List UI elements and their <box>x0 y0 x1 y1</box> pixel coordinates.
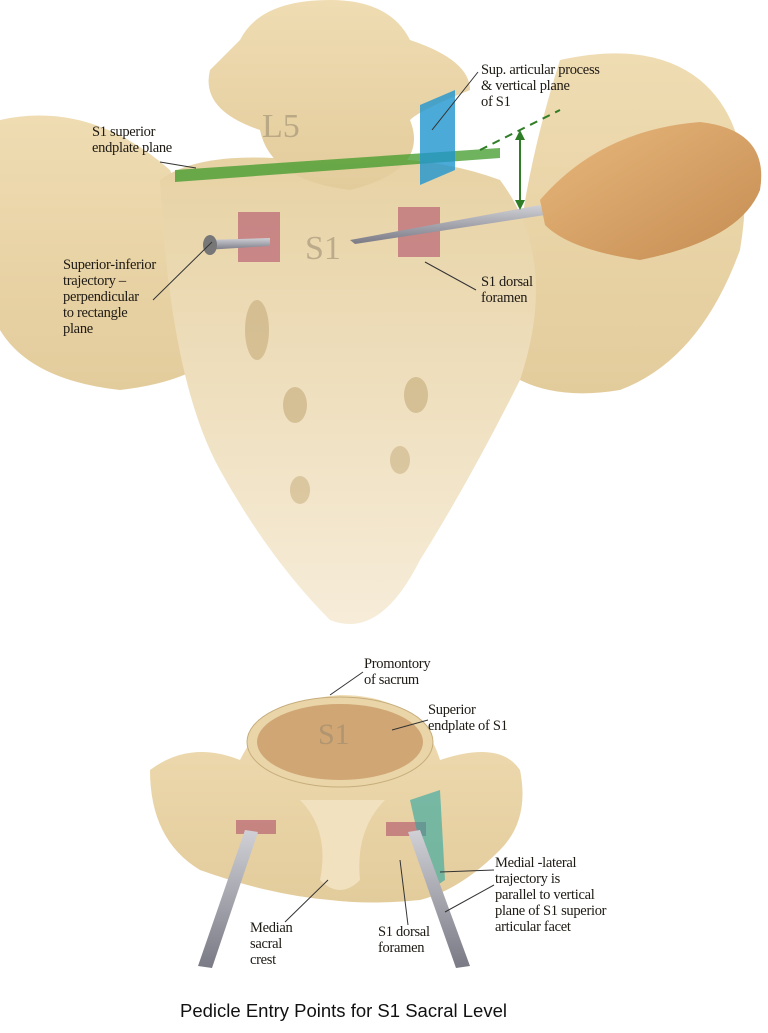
s1-endplate-label: S1 <box>318 718 350 751</box>
pink-rectangle-left <box>238 212 280 262</box>
superior-sacrum-view <box>150 671 523 968</box>
pin-right <box>408 830 470 968</box>
figure-caption: Pedicle Entry Points for S1 Sacral Level <box>180 1000 507 1021</box>
awl-handle <box>540 122 762 260</box>
sacrum-body <box>160 157 536 624</box>
posterior-sacrum-view <box>0 0 762 624</box>
l5-label: L5 <box>262 108 300 145</box>
probe-left <box>205 238 270 250</box>
green-endplate-plane <box>175 148 500 182</box>
blue-vertical-plane <box>420 90 455 185</box>
awl-shaft <box>350 205 545 244</box>
s1-label: S1 <box>305 230 341 267</box>
l5-vertebra <box>208 0 471 190</box>
endplate-surface <box>257 704 423 780</box>
pin-left <box>198 830 258 968</box>
teal-vertical-plane <box>410 790 445 890</box>
